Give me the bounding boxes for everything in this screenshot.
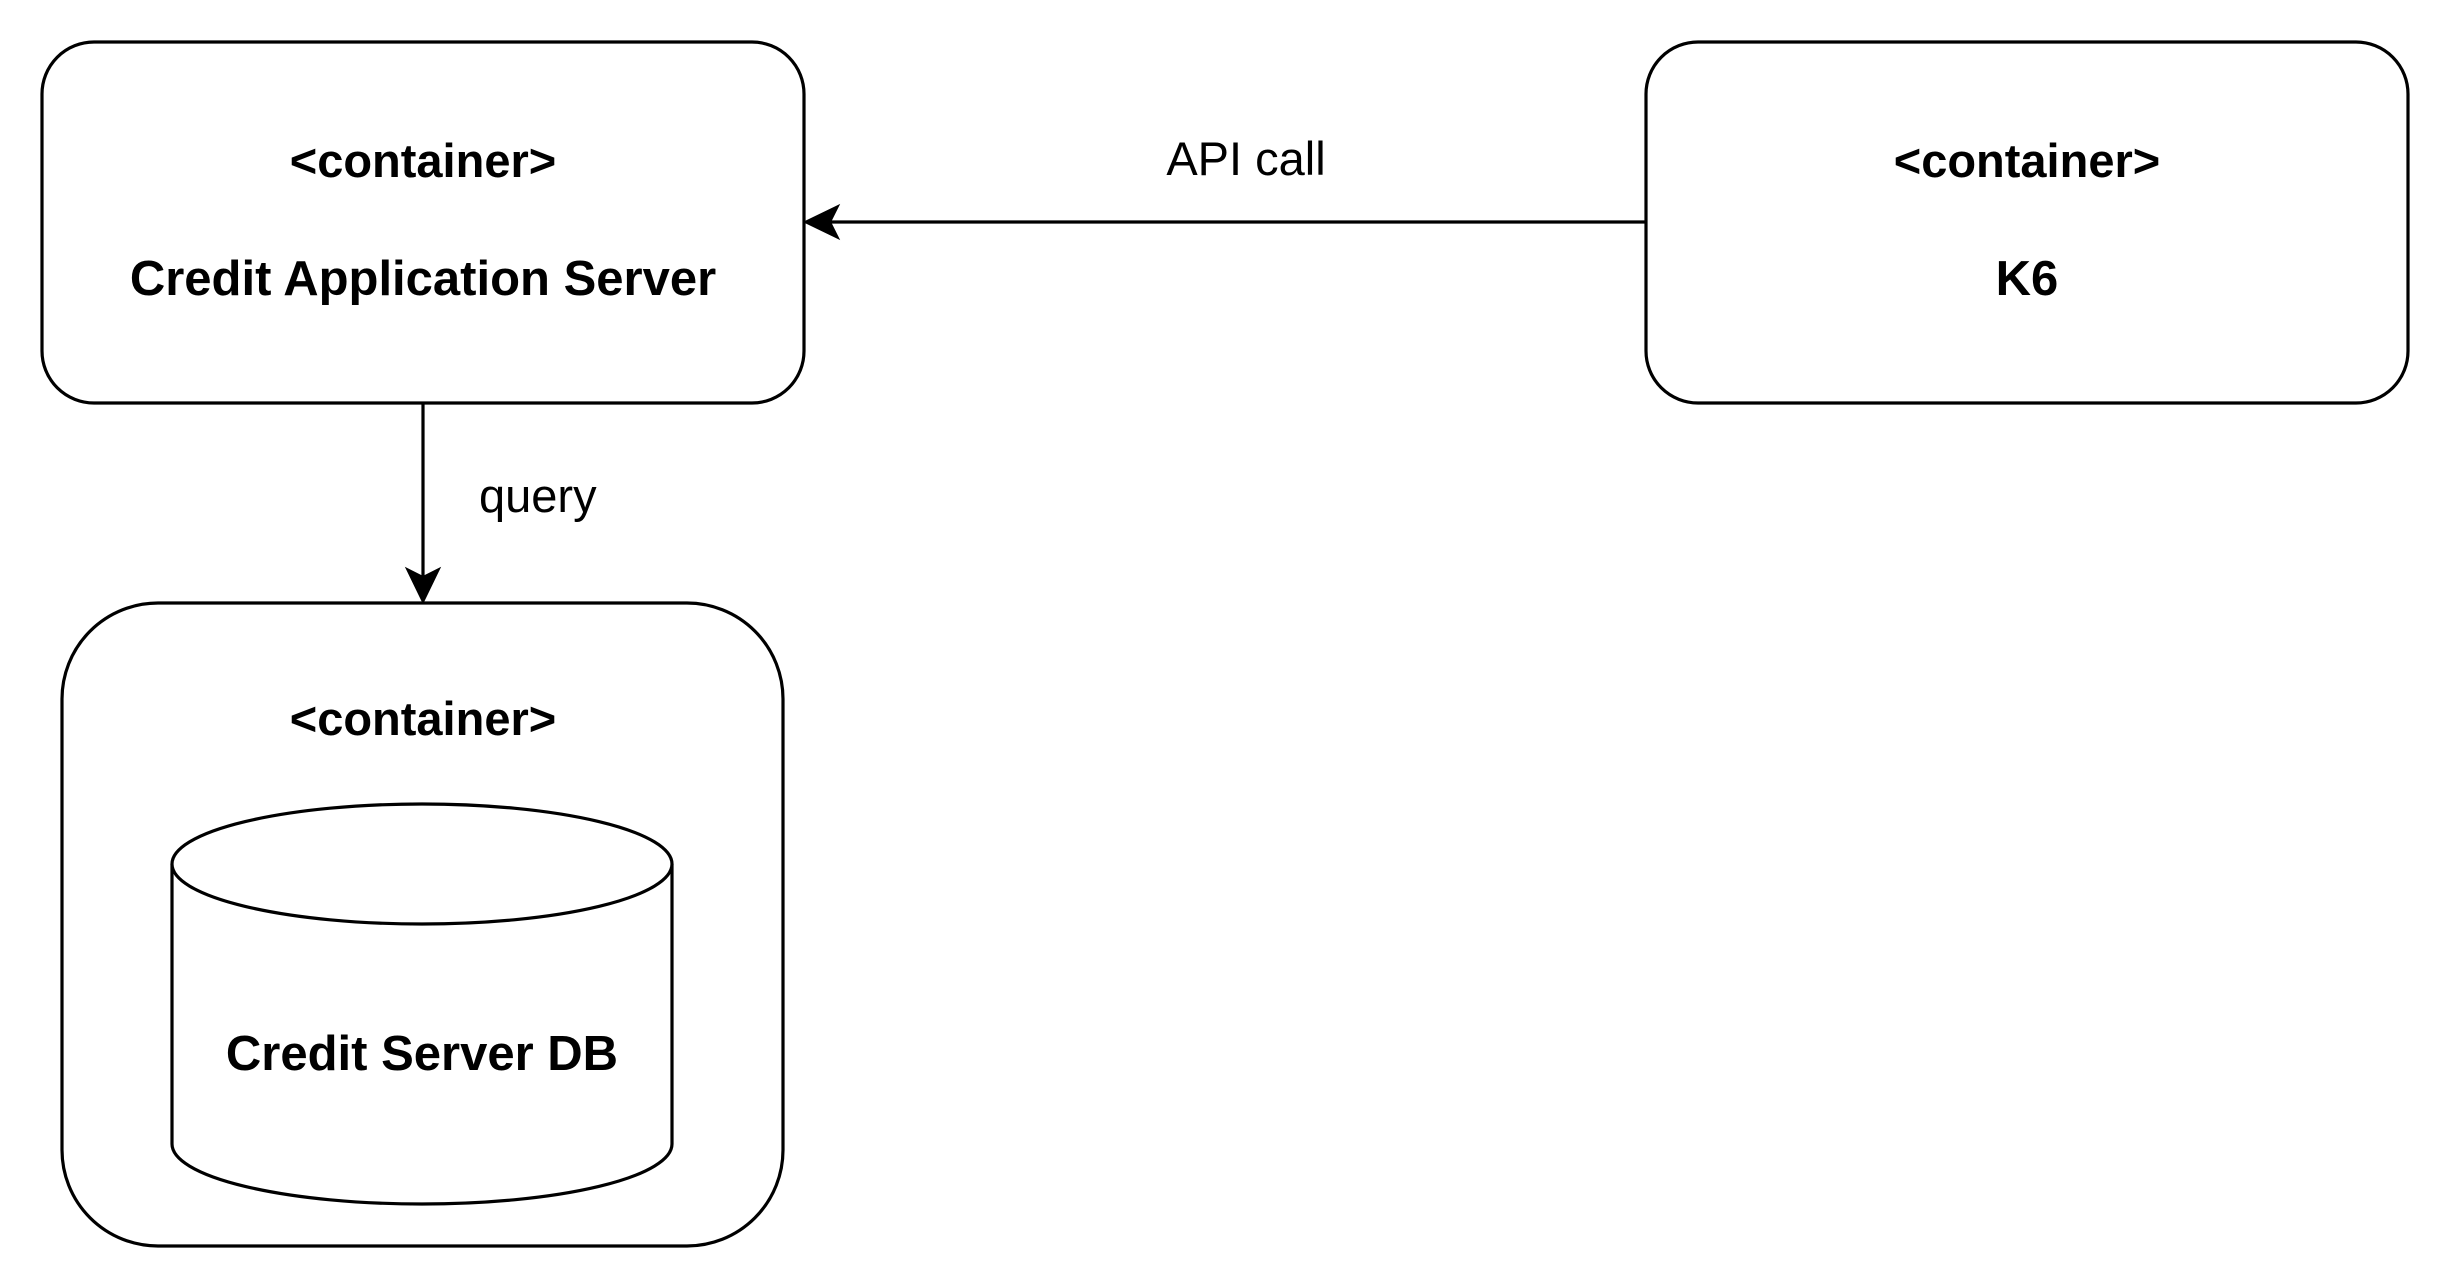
node-k6[interactable]: <container> K6 — [1644, 40, 2410, 405]
app-server-box — [40, 40, 806, 405]
node-credit-application-server[interactable]: <container> Credit Application Server — [40, 40, 806, 405]
cylinder-body — [170, 864, 674, 1206]
api-call-label: API call — [1166, 132, 1325, 185]
edge-api-call: API call — [802, 132, 1645, 241]
db-title: Credit Server DB — [226, 1027, 618, 1081]
app-server-title: Credit Application Server — [130, 252, 716, 306]
node-credit-server-db-container[interactable]: <container> Credit Server DB — [60, 601, 785, 1248]
api-call-arrowhead — [802, 203, 841, 241]
db-container-stereotype: <container> — [290, 692, 556, 745]
k6-stereotype: <container> — [1894, 134, 2160, 187]
k6-title: K6 — [1996, 252, 2059, 306]
database-cylinder-icon[interactable]: Credit Server DB — [170, 802, 674, 1206]
k6-box — [1644, 40, 2410, 405]
query-label: query — [479, 469, 597, 522]
app-server-stereotype: <container> — [290, 134, 556, 187]
query-arrowhead — [404, 566, 442, 605]
edge-query: query — [404, 404, 597, 605]
cylinder-top — [170, 802, 674, 926]
